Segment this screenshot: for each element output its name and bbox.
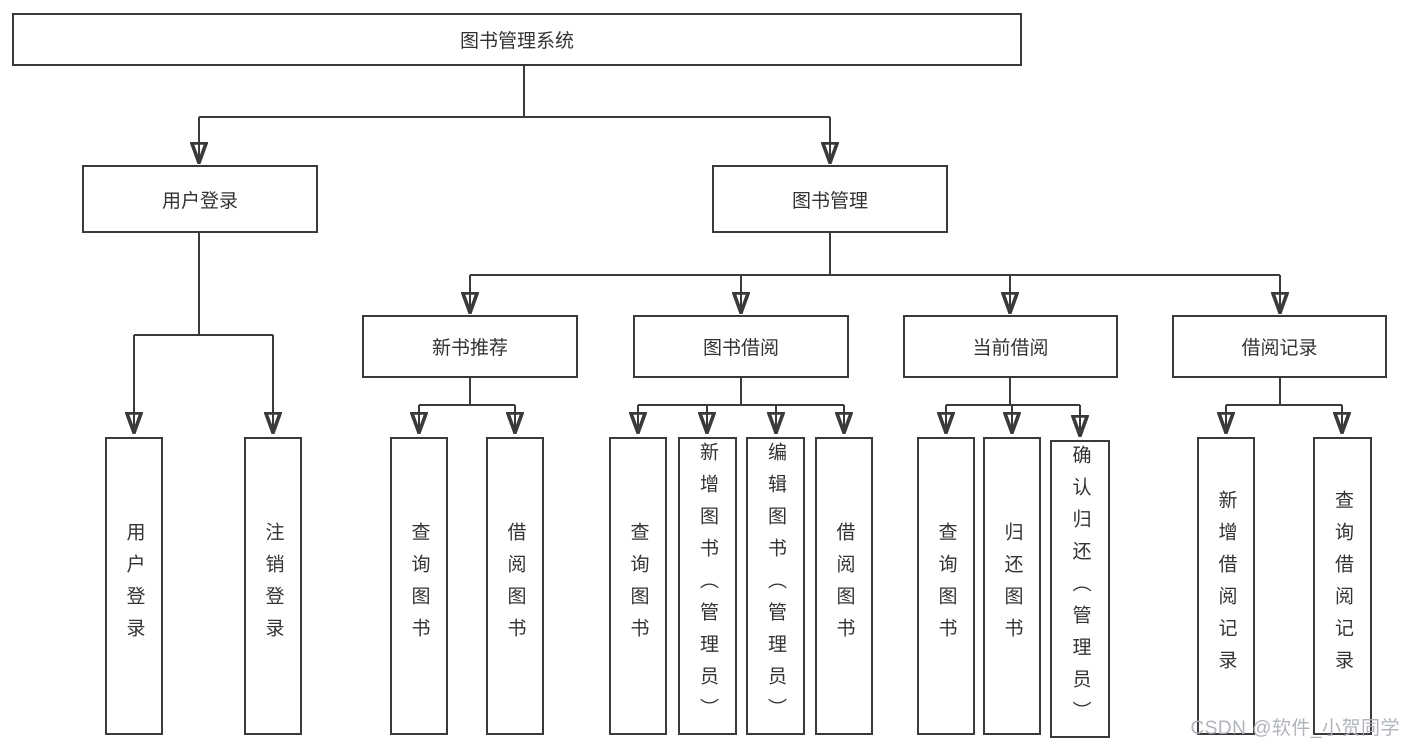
leaf-add-borrow-record: 新增借阅记录 (1197, 437, 1255, 735)
leaf-query-books-borrow: 查询图书 (609, 437, 667, 735)
node-current-borrow: 当前借阅 (903, 315, 1118, 378)
node-label: 图书管理系统 (459, 31, 574, 52)
node-label: 查询图书 (627, 522, 649, 650)
leaf-borrow-books-recommend: 借阅图书 (486, 437, 544, 735)
leaf-query-books-current: 查询图书 (917, 437, 975, 735)
node-label: 新增图书（管理员） (697, 442, 718, 730)
leaf-borrow-books: 借阅图书 (815, 437, 873, 735)
node-new-book-recommend: 新书推荐 (362, 315, 578, 378)
node-label: 编辑图书（管理员） (765, 442, 786, 730)
node-label: 图书管理 (791, 190, 868, 212)
node-label: 查询图书 (408, 522, 430, 650)
node-book-borrow: 图书借阅 (633, 315, 849, 378)
node-label: 新书推荐 (431, 338, 508, 359)
leaf-edit-books-admin: 编辑图书（管理员） (746, 437, 805, 735)
node-label: 图书借阅 (702, 338, 779, 359)
node-label: 归还图书 (1001, 522, 1023, 650)
node-system-root: 图书管理系统 (12, 13, 1022, 66)
node-book-management: 图书管理 (712, 165, 948, 233)
node-borrow-records: 借阅记录 (1172, 315, 1387, 378)
node-label: 当前借阅 (972, 338, 1049, 359)
leaf-query-borrow-record: 查询借阅记录 (1313, 437, 1372, 735)
csdn-watermark: CSDN @软件_小贺同学 (1190, 718, 1400, 739)
leaf-confirm-return-admin: 确认归还（管理员） (1050, 440, 1110, 738)
node-user-login: 用户登录 (82, 165, 318, 233)
leaf-logout: 注销登录 (244, 437, 302, 735)
leaf-return-books: 归还图书 (983, 437, 1041, 735)
node-label: 注销登录 (262, 522, 284, 650)
leaf-user-login: 用户登录 (105, 437, 163, 735)
leaf-add-books-admin: 新增图书（管理员） (678, 437, 737, 735)
node-label: 查询图书 (935, 522, 957, 650)
leaf-query-books-recommend: 查询图书 (390, 437, 448, 735)
node-label: 借阅图书 (504, 522, 526, 650)
node-label: 新增借阅记录 (1215, 490, 1237, 682)
node-label: 用户登录 (123, 522, 145, 650)
node-label: 查询借阅记录 (1332, 490, 1353, 682)
node-label: 用户登录 (161, 190, 238, 212)
node-label: 确认归还（管理员） (1069, 445, 1091, 733)
node-label: 借阅图书 (833, 522, 855, 650)
node-label: 借阅记录 (1241, 338, 1318, 359)
